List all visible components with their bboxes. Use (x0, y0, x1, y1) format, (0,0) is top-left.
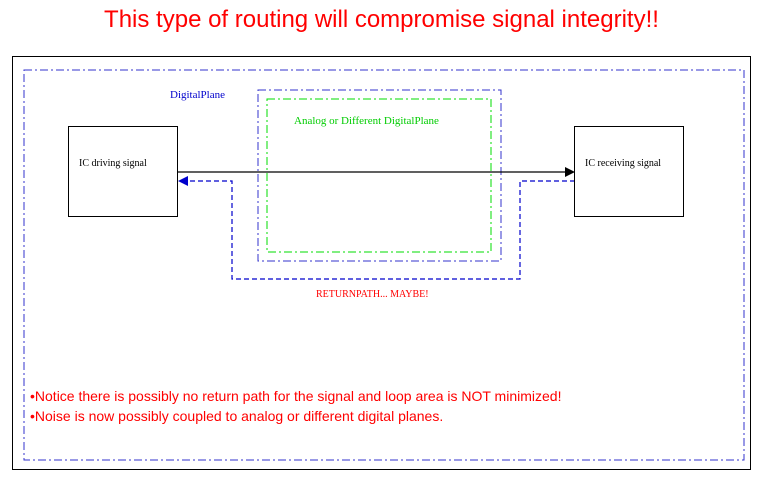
ic-driver-label: IC driving signal (79, 158, 147, 169)
digital-plane-label: DigitalPlane (170, 89, 225, 101)
diagram-frame (12, 56, 751, 470)
notes-list: •Notice there is possibly no return path… (30, 386, 745, 426)
return-path-arrowhead (178, 176, 188, 186)
return-path-line (186, 180, 575, 280)
analog-plane-label: Analog or Different DigitalPlane (294, 115, 439, 127)
digital-plane-boundary (23, 69, 745, 461)
signal-arrowhead (565, 167, 575, 177)
plane-split-boundary (257, 89, 502, 262)
ic-receiver-label: IC receiving signal (585, 158, 662, 169)
note-item: •Notice there is possibly no return path… (30, 388, 562, 404)
slide-title: This type of routing will compromise sig… (104, 6, 659, 33)
ic-receiver-box (574, 126, 684, 217)
analog-plane-boundary (266, 98, 492, 253)
return-path-label: RETURNPATH... MAYBE! (316, 289, 429, 300)
ic-driver-box (68, 126, 178, 217)
note-item: •Noise is now possibly coupled to analog… (30, 408, 444, 424)
